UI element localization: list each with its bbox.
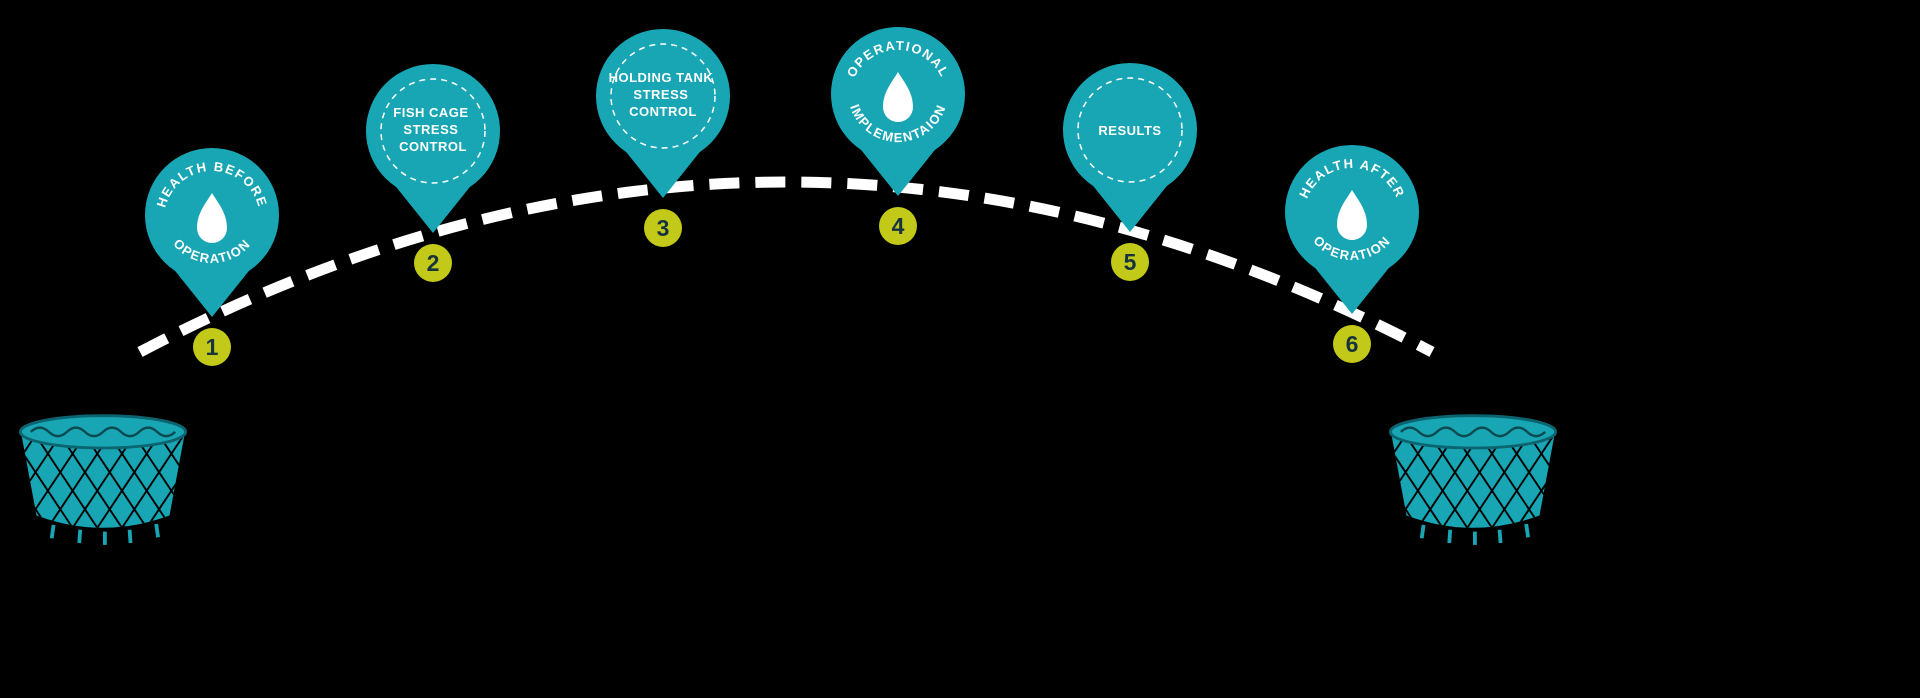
dashed-ring: [610, 43, 716, 149]
pin-step-1: HEALTH BEFORE OPERATION 1: [145, 148, 279, 366]
pin-step-6: HEALTH AFTER OPERATION 6: [1285, 145, 1419, 363]
step-number-1: 1: [206, 334, 219, 360]
pin-2-label-line2: STRESS: [403, 122, 458, 137]
pin-step-4: OPERATIONAL IMPLEMENTAION 4: [831, 27, 965, 245]
process-arc-line: [137, 176, 1435, 357]
pin-2-label-line3: CONTROL: [399, 139, 467, 154]
step-number-4: 4: [892, 213, 905, 239]
pin-tail: [623, 148, 703, 198]
pin-3-label-line3: CONTROL: [629, 104, 697, 119]
step-badge-2: [414, 244, 452, 282]
pin-step-5: RESULTS 5: [1063, 63, 1197, 281]
cage-weights: [1419, 523, 1530, 545]
pin-tail: [858, 146, 938, 196]
water-line: [1399, 426, 1547, 438]
pin-5-label-line1: RESULTS: [1098, 123, 1161, 138]
step-badge-5: [1111, 243, 1149, 281]
step-badge-1: [193, 328, 231, 366]
pin-step-2: FISH CAGE STRESS CONTROL 2: [366, 64, 500, 282]
fish-cage-left-icon: [18, 414, 188, 545]
pin-balloon: [366, 64, 500, 198]
pin-tail: [172, 267, 252, 317]
step-number-3: 3: [657, 215, 670, 241]
svg-text:FISH CAGE STRESS C: FISH CAGE STRESS CONTROL: [393, 105, 472, 154]
step-badge-6: [1333, 325, 1371, 363]
pin-3-label-line1: HOLDING TANK: [609, 70, 714, 85]
step-number-6: 6: [1346, 331, 1359, 357]
step-number-5: 5: [1124, 249, 1137, 275]
water-drop-icon: [883, 72, 913, 122]
pin-step-3: HOLDING TANK STRESS CONTROL 3: [596, 29, 730, 247]
pin-2-label-line1: FISH CAGE: [393, 105, 468, 120]
fish-cage-right-icon: [1388, 414, 1558, 545]
pin-3-label-line2: STRESS: [633, 87, 688, 102]
svg-text:RESULTS: RESULTS: [1098, 123, 1161, 138]
water-drop-icon: [197, 193, 227, 243]
pin-tail: [393, 183, 473, 233]
dashed-ring: [1077, 77, 1183, 183]
dashed-ring: [380, 78, 486, 184]
step-badge-4: [879, 207, 917, 245]
pin-tail: [1090, 182, 1170, 232]
pin-balloon: [1063, 63, 1197, 197]
step-number-2: 2: [427, 250, 440, 276]
water-drop-icon: [1337, 190, 1367, 240]
svg-text:HOLDING TANK STRESS: HOLDING TANK STRESS CONTROL: [609, 70, 718, 119]
pin-balloon: [596, 29, 730, 163]
cage-weights: [49, 523, 160, 545]
water-line: [29, 426, 177, 438]
pin-tail: [1312, 264, 1392, 314]
step-badge-3: [644, 209, 682, 247]
